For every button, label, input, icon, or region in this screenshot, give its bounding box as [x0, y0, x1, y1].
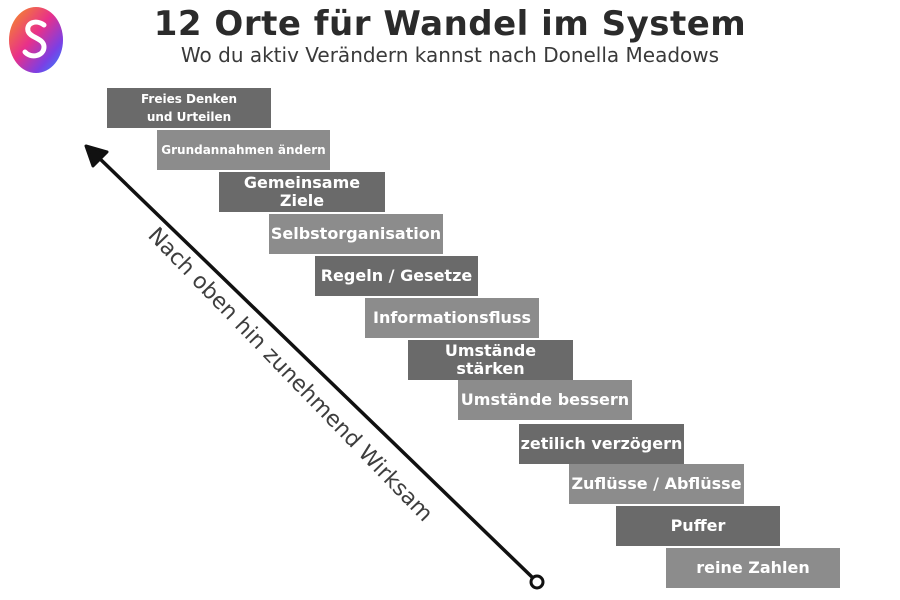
page-title: 12 Orte für Wandel im System: [153, 4, 747, 44]
step-umstaende-staerken: Umstände stärken: [408, 340, 573, 380]
s-logo-icon: [9, 7, 63, 73]
step-grundannahmen: Grundannahmen ändern: [157, 130, 330, 170]
step-informationsfluss: Informationsfluss: [365, 298, 539, 338]
step-zeitlich-verzoegern: zetilich verzögern: [519, 424, 684, 464]
step-selbstorganisation: Selbstorganisation: [269, 214, 443, 254]
step-reine-zahlen: reine Zahlen: [666, 548, 840, 588]
arrow-head-icon: [84, 144, 109, 168]
step-umstaende-bessern: Umstände bessern: [458, 380, 632, 420]
step-zufluesse-abfluesse: Zuflüsse / Abflüsse: [569, 464, 744, 504]
arrow-start-circle-icon: [529, 574, 545, 590]
step-puffer: Puffer: [616, 506, 780, 546]
step-freies-denken: Freies Denken und Urteilen: [107, 88, 271, 128]
step-regeln-gesetze: Regeln / Gesetze: [315, 256, 478, 296]
page-subtitle: Wo du aktiv Verändern kannst nach Donell…: [180, 43, 720, 67]
step-gemeinsame-ziele: Gemeinsame Ziele: [219, 172, 385, 212]
